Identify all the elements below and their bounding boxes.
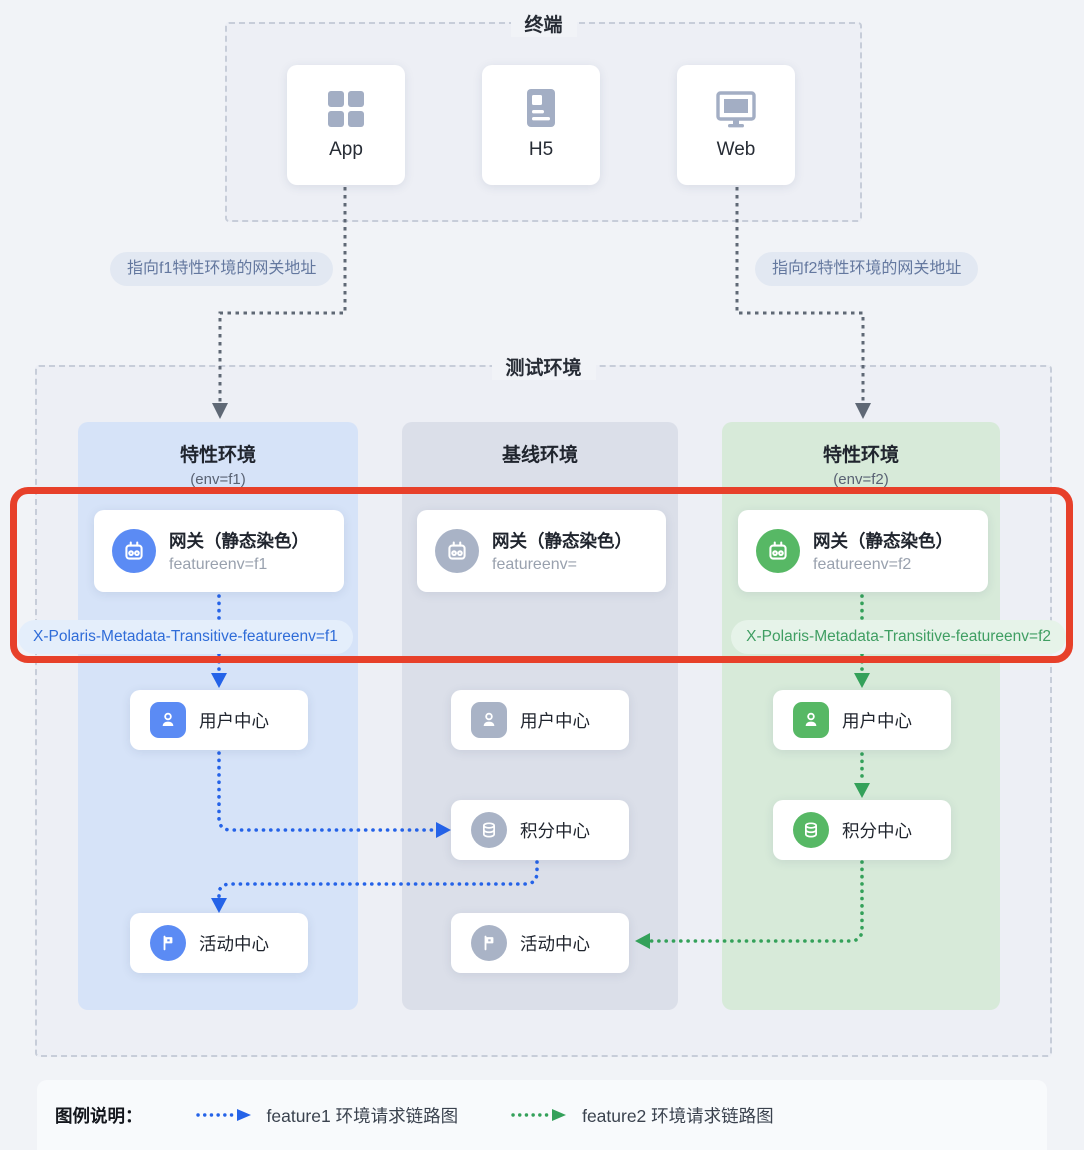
service-label: 活动中心 bbox=[520, 933, 590, 954]
service-card-user-feature2: 用户中心 bbox=[773, 690, 951, 750]
legend-label: feature1 环境请求链路图 bbox=[266, 1105, 459, 1126]
gateway-tag: featureenv= bbox=[492, 556, 577, 573]
terminal-card-app: App bbox=[287, 65, 405, 185]
terminal-card-label: Web bbox=[716, 139, 756, 160]
user-icon bbox=[150, 702, 186, 738]
terminal-card-h5: H5 bbox=[482, 65, 600, 185]
service-label: 用户中心 bbox=[520, 710, 590, 731]
service-label: 积分中心 bbox=[842, 820, 912, 841]
env-column-title: 特性环境 bbox=[822, 445, 899, 466]
legend-item-feature1: feature1 环境请求链路图 bbox=[195, 1103, 459, 1128]
service-label: 用户中心 bbox=[199, 710, 269, 731]
terminal-card-label: H5 bbox=[528, 139, 554, 160]
user-icon bbox=[793, 702, 829, 738]
gateway-tag: featureenv=f2 bbox=[813, 556, 912, 573]
green-dotted-arrow-icon bbox=[511, 1109, 567, 1121]
env-column-title: 特性环境 bbox=[179, 445, 256, 466]
legend-label: feature2 环境请求链路图 bbox=[582, 1105, 774, 1126]
blue-dotted-arrow-icon bbox=[195, 1109, 251, 1121]
gateway-tag: featureenv=f1 bbox=[169, 556, 268, 573]
terminal-group-title: 终端 bbox=[510, 10, 577, 37]
service-label: 活动中心 bbox=[199, 933, 269, 954]
service-card-user-baseline: 用户中心 bbox=[451, 690, 629, 750]
service-label: 积分中心 bbox=[520, 820, 590, 841]
gateway-card-feature2: 网关（静态染色） featureenv=f2 bbox=[738, 510, 988, 592]
gateway-title: 网关（静态染色） bbox=[813, 531, 953, 551]
service-card-activity-feature1: 活动中心 bbox=[130, 913, 308, 973]
service-card-user-feature1: 用户中心 bbox=[130, 690, 308, 750]
h5-document-icon bbox=[519, 87, 563, 131]
gateway-icon bbox=[435, 529, 479, 573]
header-pill-feature2: X-Polaris-Metadata-Transitive-featureenv… bbox=[731, 620, 1066, 654]
activity-flag-icon bbox=[150, 925, 186, 961]
gateway-title: 网关（静态染色） bbox=[492, 531, 632, 551]
gateway-title: 网关（静态染色） bbox=[169, 531, 309, 551]
service-label: 用户中心 bbox=[842, 710, 912, 731]
header-pill-feature1: X-Polaris-Metadata-Transitive-featureenv… bbox=[18, 620, 353, 654]
web-monitor-icon bbox=[714, 87, 758, 131]
activity-flag-icon bbox=[471, 925, 507, 961]
legend-title: 图例说明： bbox=[55, 1105, 143, 1126]
service-card-activity-baseline: 活动中心 bbox=[451, 913, 629, 973]
terminal-card-label: App bbox=[329, 139, 363, 160]
points-database-icon bbox=[471, 812, 507, 848]
gateway-card-feature1: 网关（静态染色） featureenv=f1 bbox=[94, 510, 344, 592]
service-card-points-feature2: 积分中心 bbox=[773, 800, 951, 860]
env-column-title: 基线环境 bbox=[501, 445, 578, 466]
points-database-icon bbox=[793, 812, 829, 848]
terminal-card-web: Web bbox=[677, 65, 795, 185]
user-icon bbox=[471, 702, 507, 738]
service-card-points-baseline: 积分中心 bbox=[451, 800, 629, 860]
gateway-icon bbox=[756, 529, 800, 573]
gateway-icon bbox=[112, 529, 156, 573]
route-label-f2: 指向f2特性环境的网关地址 bbox=[755, 252, 979, 286]
legend-item-feature2: feature2 环境请求链路图 bbox=[510, 1103, 774, 1128]
env-column-subtitle: (env=f1) bbox=[190, 471, 246, 488]
legend-bar: 图例说明： feature1 环境请求链路图 feature2 环境请求链路图 bbox=[37, 1080, 1047, 1150]
route-label-f1: 指向f1特性环境的网关地址 bbox=[110, 252, 334, 286]
env-column-subtitle: (env=f2) bbox=[833, 471, 889, 488]
app-grid-icon bbox=[324, 87, 368, 131]
gateway-card-baseline: 网关（静态染色） featureenv= bbox=[417, 510, 666, 592]
test-env-group-title: 测试环境 bbox=[491, 353, 596, 380]
